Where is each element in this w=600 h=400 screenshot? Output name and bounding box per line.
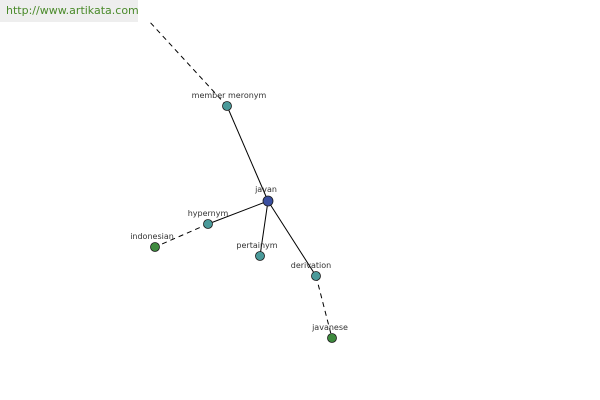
nodes-layer: javan member meronym hypernym pertainym deri… (130, 91, 348, 343)
node-label-javanese: javanese (311, 323, 348, 332)
edge-member_meronym-offscreen (147, 19, 228, 107)
node-circle-derivation[interactable] (311, 271, 321, 281)
node-javan[interactable]: javan (254, 185, 277, 207)
edge-derivation-javanese (315, 275, 333, 339)
edge-javan-pertainym (259, 200, 269, 257)
edges-layer (147, 19, 333, 339)
node-circle-pertainym[interactable] (255, 251, 265, 261)
node-circle-indonesian[interactable] (150, 242, 160, 252)
node-javanese[interactable]: javanese (311, 323, 348, 343)
node-label-pertainym: pertainym (236, 241, 277, 250)
edge-javan-hypernym (207, 200, 269, 225)
node-derivation[interactable]: derivation (291, 261, 331, 281)
node-label-indonesian: indonesian (130, 232, 174, 241)
node-circle-member-meronym[interactable] (222, 101, 232, 111)
node-label-derivation: derivation (291, 261, 331, 270)
node-circle-javanese[interactable] (327, 333, 337, 343)
node-label-javan: javan (254, 185, 277, 194)
node-circle-hypernym[interactable] (203, 219, 213, 229)
node-indonesian[interactable]: indonesian (130, 232, 174, 252)
edge-javan-derivation (267, 200, 317, 277)
node-pertainym[interactable]: pertainym (236, 241, 278, 261)
node-member-meronym[interactable]: member meronym (192, 91, 267, 111)
node-circle-javan[interactable] (262, 195, 274, 207)
node-label-hypernym: hypernym (188, 209, 229, 218)
node-label-member-meronym: member meronym (192, 91, 267, 100)
watermark-link[interactable]: http://www.artikata.com (0, 0, 139, 22)
edge-javan-member_meronym (226, 105, 269, 202)
edge-hypernym-indonesian (154, 223, 209, 248)
node-hypernym[interactable]: hypernym (188, 209, 229, 229)
